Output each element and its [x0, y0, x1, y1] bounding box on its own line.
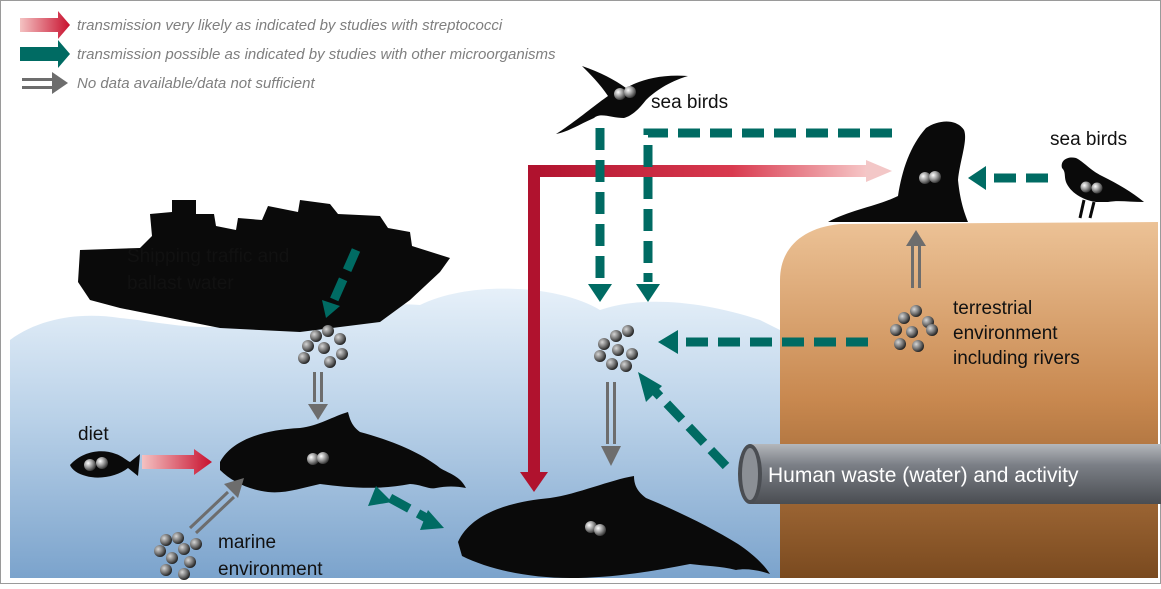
land-area — [780, 222, 1158, 578]
label-diet: diet — [78, 424, 109, 445]
label-shipping-line2: ballast water — [127, 273, 234, 294]
microbe-icon — [614, 88, 626, 100]
legend-label-gray: No data available/data not sufficient — [77, 75, 315, 92]
label-sea-birds-flying: sea birds — [651, 92, 728, 113]
microbe-icon — [1081, 182, 1092, 193]
label-sea-birds-standing: sea birds — [1050, 129, 1127, 150]
legend-label-teal: transmission possible as indicated by st… — [77, 46, 556, 63]
label-shipping-line1: Shipping traffic and — [127, 246, 289, 267]
microbe-icon — [594, 524, 606, 536]
label-terrestrial-line1: terrestrial — [953, 298, 1032, 319]
label-marine-line1: marine — [218, 532, 276, 553]
label-marine-line2: environment — [218, 559, 323, 580]
microbe-icon — [624, 86, 636, 98]
legend-label-red: transmission very likely as indicated by… — [77, 17, 503, 34]
microbe-icon — [929, 171, 941, 183]
label-human-waste: Human waste (water) and activity — [768, 464, 1079, 487]
label-terrestrial-line3: including rivers — [953, 348, 1080, 369]
microbe-icon — [96, 457, 108, 469]
microbe-icon — [84, 459, 96, 471]
microbe-icon — [317, 452, 329, 464]
label-terrestrial-line2: environment — [953, 323, 1058, 344]
microbe-icon — [1092, 183, 1103, 194]
